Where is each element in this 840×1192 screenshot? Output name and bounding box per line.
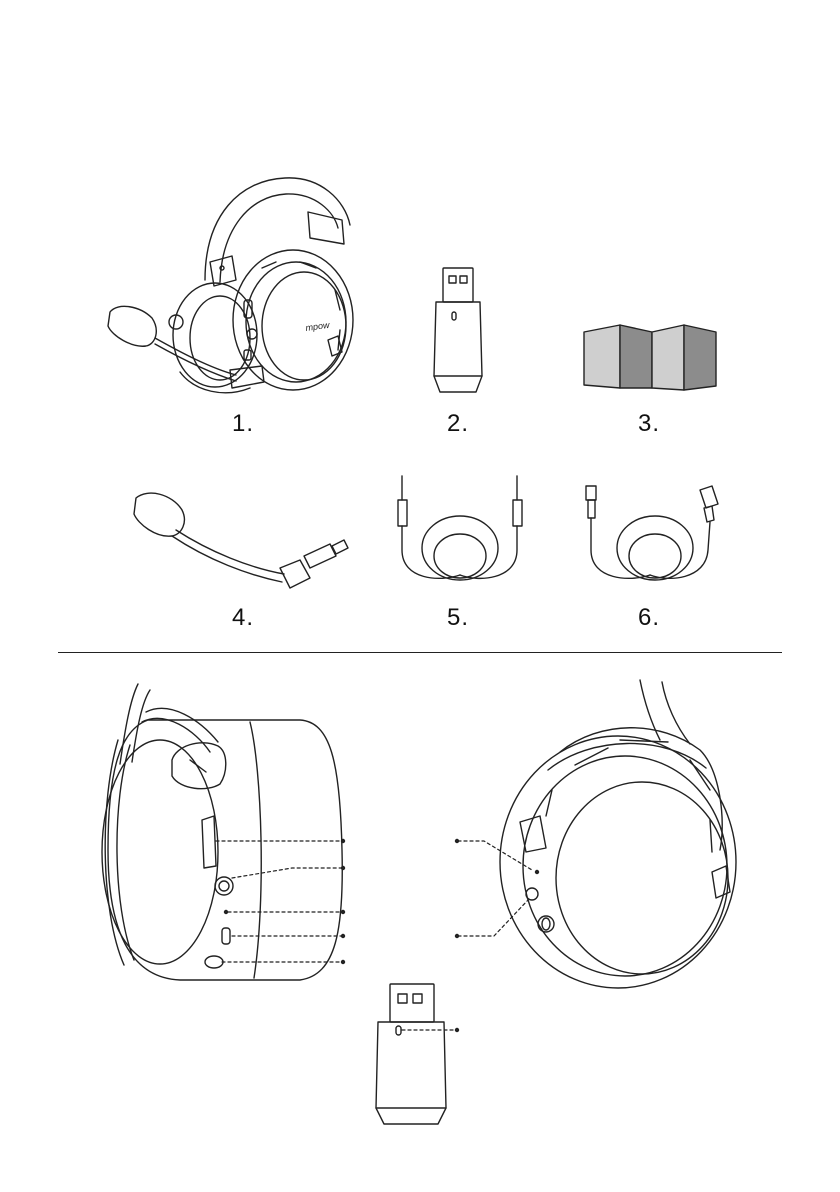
- item-number-5: 5.: [447, 604, 469, 632]
- item-number-3: 3.: [638, 410, 660, 438]
- callout-dot: [455, 934, 459, 938]
- aux-cable-icon: [398, 476, 522, 580]
- detachable-mic-icon: [134, 493, 348, 588]
- callout-dot: [341, 910, 345, 914]
- callout-dot: [341, 960, 345, 964]
- callout-dot: [455, 839, 459, 843]
- callout-dot: [341, 839, 345, 843]
- right-callouts: [458, 841, 532, 936]
- dongle-detail-illustration: [376, 984, 446, 1124]
- usb-dongle-icon: [434, 268, 482, 392]
- section-divider: [58, 652, 782, 653]
- headset-logo: mpow: [305, 320, 331, 333]
- right-earcup-illustration: [500, 680, 736, 988]
- callout-dot: [341, 934, 345, 938]
- item-number-1: 1.: [232, 410, 254, 438]
- item-number-2: 2.: [447, 410, 469, 438]
- item-number-4: 4.: [232, 604, 254, 632]
- usb-c-cable-icon: [586, 486, 718, 580]
- headset-icon: [108, 178, 353, 393]
- item-number-6: 6.: [638, 604, 660, 632]
- callout-dot: [455, 1028, 459, 1032]
- left-callouts: [216, 841, 342, 962]
- manual-icon: [584, 325, 716, 390]
- callout-dot: [341, 866, 345, 870]
